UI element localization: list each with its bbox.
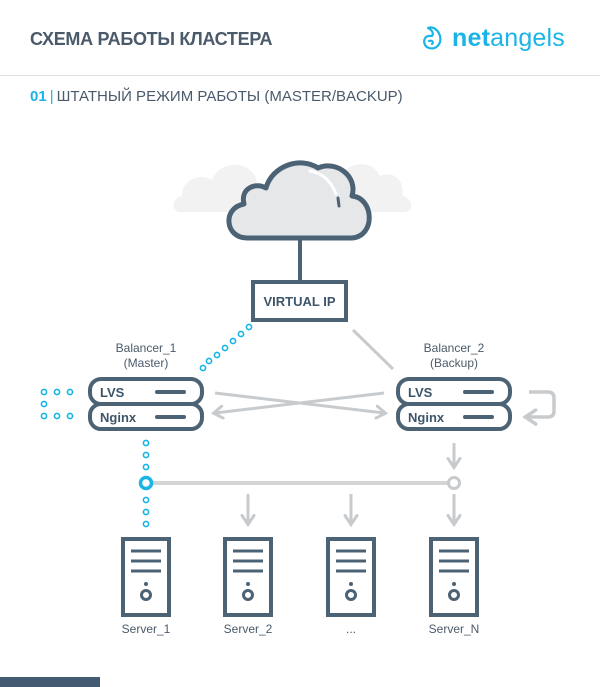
header: СХЕМА РАБОТЫ КЛАСТЕРА netangels — [0, 0, 600, 76]
server-1[interactable]: Server_1 — [121, 537, 171, 636]
balancer-1-heartbeat-dots — [40, 388, 74, 420]
balancer-1-name: Balancer_1 — [116, 341, 177, 355]
cloud-icon — [226, 160, 372, 241]
balancer-1-lvs-label: LVS — [100, 385, 125, 400]
section-subtitle: 01|ШТАТНЫЙ РЕЖИМ РАБОТЫ (MASTER/BACKUP) — [30, 88, 403, 105]
server-4[interactable]: Server_N — [429, 537, 480, 636]
footer-bar — [0, 677, 100, 687]
netangels-logo[interactable]: netangels — [420, 22, 565, 54]
balancer-1-role: (Master) — [124, 356, 169, 370]
server-label: ... — [346, 622, 356, 636]
balancer-2-lvs-label: LVS — [408, 385, 433, 400]
logo-wordmark: netangels — [452, 24, 565, 53]
page-title: СХЕМА РАБОТЫ КЛАСТЕРА — [30, 29, 273, 49]
balancer-1-nginx-label: Nginx — [100, 410, 137, 425]
section-number: 01 — [30, 88, 47, 105]
balancer-1[interactable]: LVS Nginx — [88, 377, 204, 431]
server-icon — [429, 537, 479, 617]
logo-bold: net — [452, 23, 491, 52]
master-to-bus-dotted — [142, 439, 150, 471]
section-text: ШТАТНЫЙ РЕЖИМ РАБОТЫ (MASTER/BACKUP) — [56, 88, 403, 105]
angel-wing-icon — [423, 26, 442, 50]
balancer-2-name: Balancer_2 — [424, 341, 485, 355]
virtual-ip-label: VIRTUAL IP — [264, 294, 336, 309]
server-group: Server_1 Server_2... Server_N — [121, 537, 480, 636]
logo-regular: angels — [490, 23, 565, 52]
server-icon — [223, 537, 273, 617]
server-icon — [326, 537, 376, 617]
server-label: Server_N — [429, 622, 480, 636]
vip-master-dotted-link — [199, 323, 253, 372]
balancer-2-loopback-arrow — [522, 390, 556, 426]
section-separator: | — [49, 88, 54, 105]
lvs2-to-nginx1-arrow — [210, 391, 385, 420]
server-label: Server_1 — [122, 622, 171, 636]
virtual-ip-box[interactable]: VIRTUAL IP — [251, 280, 348, 322]
server-2[interactable]: Server_2 — [223, 537, 273, 636]
master-bus-node — [138, 475, 154, 491]
bus-to-server-1-dotted — [142, 496, 150, 528]
balancer-2[interactable]: LVS Nginx — [396, 377, 512, 431]
vip-backup-link — [351, 328, 395, 371]
balancer-2-role: (Backup) — [430, 356, 478, 370]
server-3[interactable]: ... — [326, 537, 376, 636]
backup-bus-node — [447, 476, 461, 490]
server-icon — [121, 537, 171, 617]
balancer-2-nginx-label: Nginx — [408, 410, 445, 425]
server-label: Server_2 — [224, 622, 273, 636]
